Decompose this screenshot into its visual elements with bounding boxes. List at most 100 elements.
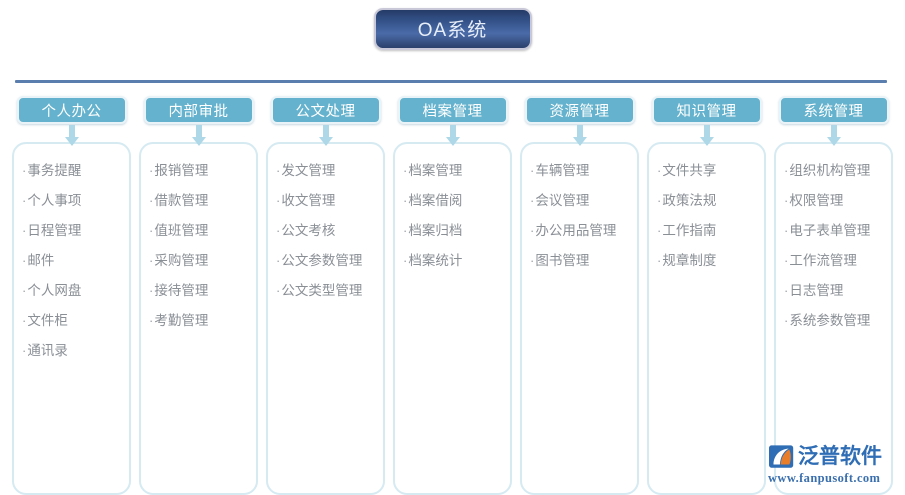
- arrow-down-icon: [572, 125, 587, 147]
- module-panel: ·组织机构管理·权限管理·电子表单管理·工作流管理·日志管理·系统参数管理: [774, 142, 893, 495]
- module-item[interactable]: ·个人网盘: [22, 276, 123, 306]
- column-header-button[interactable]: 资源管理: [524, 96, 635, 124]
- bullet-icon: ·: [403, 223, 408, 238]
- module-item-list: ·车辆管理·会议管理·办公用品管理·图书管理: [530, 156, 631, 276]
- column-header-button[interactable]: 内部审批: [143, 96, 254, 124]
- bullet-icon: ·: [657, 223, 662, 238]
- module-item[interactable]: ·档案管理: [403, 156, 504, 186]
- module-item[interactable]: ·政策法规: [657, 186, 758, 216]
- arrow-down-icon: [64, 125, 79, 147]
- module-item[interactable]: ·个人事项: [22, 186, 123, 216]
- module-item[interactable]: ·通讯录: [22, 336, 123, 366]
- module-columns: 个人办公·事务提醒·个人事项·日程管理·邮件·个人网盘·文件柜·通讯录内部审批·…: [12, 96, 896, 495]
- module-item[interactable]: ·收文管理: [276, 186, 377, 216]
- bullet-icon: ·: [530, 253, 535, 268]
- logo-company-name: 泛普软件: [798, 445, 882, 468]
- module-item[interactable]: ·系统参数管理: [784, 306, 885, 336]
- module-column: 资源管理·车辆管理·会议管理·办公用品管理·图书管理: [520, 96, 639, 495]
- bullet-icon: ·: [276, 193, 281, 208]
- module-item-label: 公文类型管理: [281, 283, 363, 298]
- module-item[interactable]: ·接待管理: [149, 276, 250, 306]
- module-item-label: 收文管理: [281, 193, 336, 208]
- module-item-label: 发文管理: [281, 163, 336, 178]
- module-item-label: 会议管理: [535, 193, 590, 208]
- module-item[interactable]: ·电子表单管理: [784, 216, 885, 246]
- module-item-label: 政策法规: [662, 193, 717, 208]
- module-item[interactable]: ·档案归档: [403, 216, 504, 246]
- arrow-down-icon: [318, 125, 333, 147]
- bullet-icon: ·: [276, 253, 281, 268]
- module-item[interactable]: ·邮件: [22, 246, 123, 276]
- page-title-area: OA系统: [0, 8, 905, 50]
- fanpu-swoosh-icon: [769, 445, 794, 468]
- module-item[interactable]: ·文件柜: [22, 306, 123, 336]
- module-item-list: ·事务提醒·个人事项·日程管理·邮件·个人网盘·文件柜·通讯录: [22, 156, 123, 366]
- module-item[interactable]: ·车辆管理: [530, 156, 631, 186]
- bullet-icon: ·: [784, 223, 789, 238]
- module-item[interactable]: ·档案借阅: [403, 186, 504, 216]
- bullet-icon: ·: [276, 163, 281, 178]
- column-header-button[interactable]: 公文处理: [270, 96, 381, 124]
- module-item-label: 车辆管理: [535, 163, 590, 178]
- module-item[interactable]: ·会议管理: [530, 186, 631, 216]
- module-item-label: 公文参数管理: [281, 253, 363, 268]
- module-item[interactable]: ·文件共享: [657, 156, 758, 186]
- module-column: 个人办公·事务提醒·个人事项·日程管理·邮件·个人网盘·文件柜·通讯录: [12, 96, 131, 495]
- column-header-button[interactable]: 档案管理: [397, 96, 508, 124]
- module-item[interactable]: ·组织机构管理: [784, 156, 885, 186]
- module-column: 系统管理·组织机构管理·权限管理·电子表单管理·工作流管理·日志管理·系统参数管…: [774, 96, 893, 495]
- module-item[interactable]: ·事务提醒: [22, 156, 123, 186]
- column-header-button[interactable]: 系统管理: [778, 96, 889, 124]
- column-header-button[interactable]: 个人办公: [16, 96, 127, 124]
- header-divider: [15, 80, 887, 83]
- bullet-icon: ·: [657, 253, 662, 268]
- module-item[interactable]: ·值班管理: [149, 216, 250, 246]
- arrow-stem: [322, 125, 329, 138]
- arrow-down-icon: [699, 125, 714, 147]
- arrow-down-icon: [445, 125, 460, 147]
- module-item[interactable]: ·图书管理: [530, 246, 631, 276]
- brand-logo: 泛普软件 www.fanpusoft.com: [767, 442, 897, 488]
- module-item[interactable]: ·日志管理: [784, 276, 885, 306]
- module-item[interactable]: ·考勤管理: [149, 306, 250, 336]
- module-item-label: 电子表单管理: [789, 223, 871, 238]
- module-item[interactable]: ·权限管理: [784, 186, 885, 216]
- bullet-icon: ·: [784, 313, 789, 328]
- module-item[interactable]: ·报销管理: [149, 156, 250, 186]
- module-item-label: 值班管理: [154, 223, 209, 238]
- module-column: 知识管理·文件共享·政策法规·工作指南·规章制度: [647, 96, 766, 495]
- module-item[interactable]: ·工作流管理: [784, 246, 885, 276]
- module-item[interactable]: ·公文类型管理: [276, 276, 377, 306]
- logo-row: 泛普软件: [767, 444, 882, 470]
- module-column: 公文处理·发文管理·收文管理·公文考核·公文参数管理·公文类型管理: [266, 96, 385, 495]
- module-item[interactable]: ·采购管理: [149, 246, 250, 276]
- module-item[interactable]: ·日程管理: [22, 216, 123, 246]
- column-header-button[interactable]: 知识管理: [651, 96, 762, 124]
- arrow-head: [64, 137, 79, 146]
- bullet-icon: ·: [403, 253, 408, 268]
- module-item[interactable]: ·借款管理: [149, 186, 250, 216]
- module-panel: ·报销管理·借款管理·值班管理·采购管理·接待管理·考勤管理: [139, 142, 258, 495]
- module-item[interactable]: ·发文管理: [276, 156, 377, 186]
- module-item-label: 采购管理: [154, 253, 209, 268]
- module-item[interactable]: ·规章制度: [657, 246, 758, 276]
- page-title: OA系统: [373, 8, 532, 50]
- module-item-list: ·文件共享·政策法规·工作指南·规章制度: [657, 156, 758, 276]
- module-item-list: ·组织机构管理·权限管理·电子表单管理·工作流管理·日志管理·系统参数管理: [784, 156, 885, 336]
- module-item[interactable]: ·公文参数管理: [276, 246, 377, 276]
- module-item[interactable]: ·工作指南: [657, 216, 758, 246]
- module-item[interactable]: ·公文考核: [276, 216, 377, 246]
- bullet-icon: ·: [530, 193, 535, 208]
- bullet-icon: ·: [276, 223, 281, 238]
- module-item-label: 文件共享: [662, 163, 717, 178]
- module-item-label: 邮件: [27, 253, 55, 268]
- module-item-label: 权限管理: [789, 193, 844, 208]
- bullet-icon: ·: [22, 253, 27, 268]
- module-item-label: 接待管理: [154, 283, 209, 298]
- module-item[interactable]: ·档案统计: [403, 246, 504, 276]
- bullet-icon: ·: [22, 193, 27, 208]
- bullet-icon: ·: [22, 223, 27, 238]
- module-item[interactable]: ·办公用品管理: [530, 216, 631, 246]
- module-panel: ·事务提醒·个人事项·日程管理·邮件·个人网盘·文件柜·通讯录: [12, 142, 131, 495]
- module-item-label: 档案归档: [408, 223, 463, 238]
